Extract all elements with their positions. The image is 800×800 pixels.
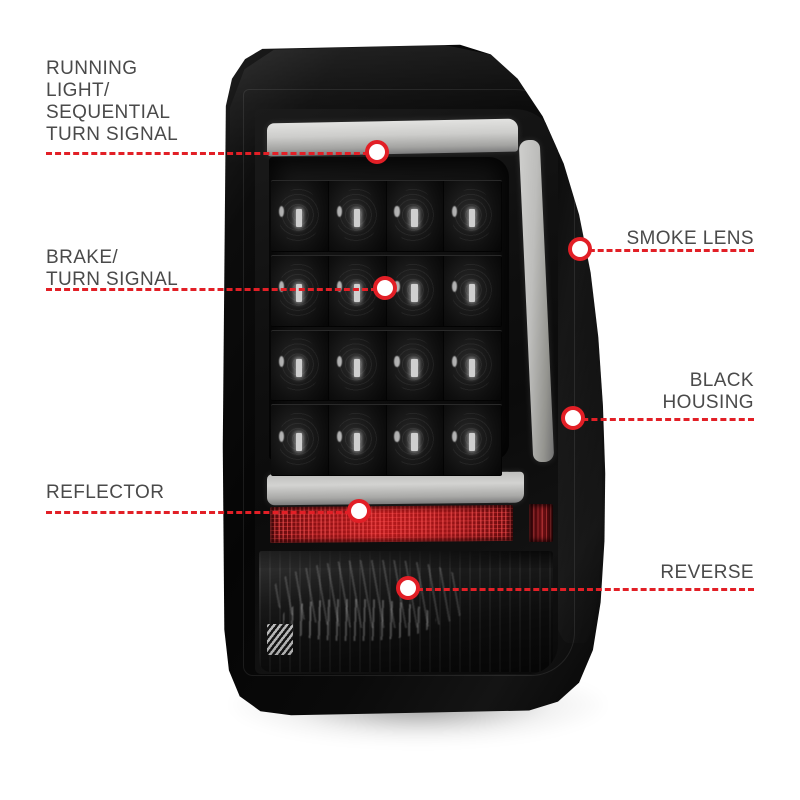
callout-label-smoke-lens: SMOKE LENS [626, 228, 754, 249]
led-row [271, 179, 502, 252]
callout-dot-black-housing [565, 410, 581, 426]
leader-line-brake-turn-signal [46, 288, 386, 291]
led-cell [386, 180, 445, 251]
callout-label-brake-turn-signal: BRAKE/ TURN SIGNAL [46, 247, 179, 291]
led-cell [444, 180, 502, 251]
led-cell [386, 405, 445, 476]
leader-line-reverse [408, 588, 754, 591]
led-cell [328, 405, 387, 476]
led-highlight [336, 430, 342, 442]
callout-label-black-housing: BLACK HOUSING [662, 370, 754, 414]
led-row [271, 404, 502, 477]
tail-light-product-image [222, 38, 606, 772]
led-cell [271, 180, 329, 251]
led-cell [386, 255, 445, 326]
led-cell [444, 405, 502, 476]
reverse-flute-pattern-secondary [282, 599, 436, 641]
led-highlight [336, 280, 342, 293]
callout-label-reverse: REVERSE [660, 562, 754, 583]
reflector-side-segment [529, 504, 554, 542]
led-highlight [336, 206, 342, 218]
reverse-flute-pattern [270, 560, 466, 629]
led-highlight [279, 355, 285, 367]
led-highlight [394, 355, 400, 367]
brake-turn-signal-led-grid [271, 179, 502, 477]
led-cell [444, 330, 502, 401]
callout-dot-brake-turn-signal [377, 280, 393, 296]
callout-label-reflector: REFLECTOR [46, 482, 165, 503]
led-highlight [394, 206, 400, 218]
leader-line-running-light [46, 152, 378, 155]
callout-dot-reverse [400, 580, 416, 596]
led-highlight [279, 430, 285, 442]
led-highlight [452, 206, 458, 218]
smoke-lens-face [254, 109, 558, 674]
leader-line-black-housing [573, 418, 754, 421]
light-bar-top-segment [266, 118, 518, 157]
black-housing-shell [222, 44, 606, 716]
callout-dot-smoke-lens [572, 241, 588, 257]
led-cell [271, 405, 329, 476]
led-highlight [279, 280, 285, 293]
leader-line-reflector [46, 511, 360, 514]
led-highlight [394, 280, 400, 293]
led-cell [328, 330, 387, 401]
led-highlight [452, 430, 458, 442]
led-cell [328, 180, 387, 251]
led-highlight [279, 206, 285, 218]
led-row [271, 329, 502, 402]
led-cell [271, 330, 329, 401]
callout-dot-running-light [369, 144, 385, 160]
reverse-corner-highlight [266, 623, 293, 656]
leader-line-smoke-lens [580, 249, 754, 252]
led-cell [444, 255, 502, 326]
callout-label-running-light: RUNNING LIGHT/ SEQUENTIAL TURN SIGNAL [46, 58, 179, 146]
led-highlight [336, 355, 342, 367]
led-cell [386, 330, 445, 401]
light-bar-bottom-segment [266, 471, 524, 506]
callout-dot-reflector [351, 503, 367, 519]
led-highlight [452, 355, 458, 367]
reverse-lamp [259, 550, 554, 673]
light-bar-right-segment [518, 139, 555, 463]
led-highlight [452, 280, 458, 293]
led-highlight [394, 430, 400, 442]
